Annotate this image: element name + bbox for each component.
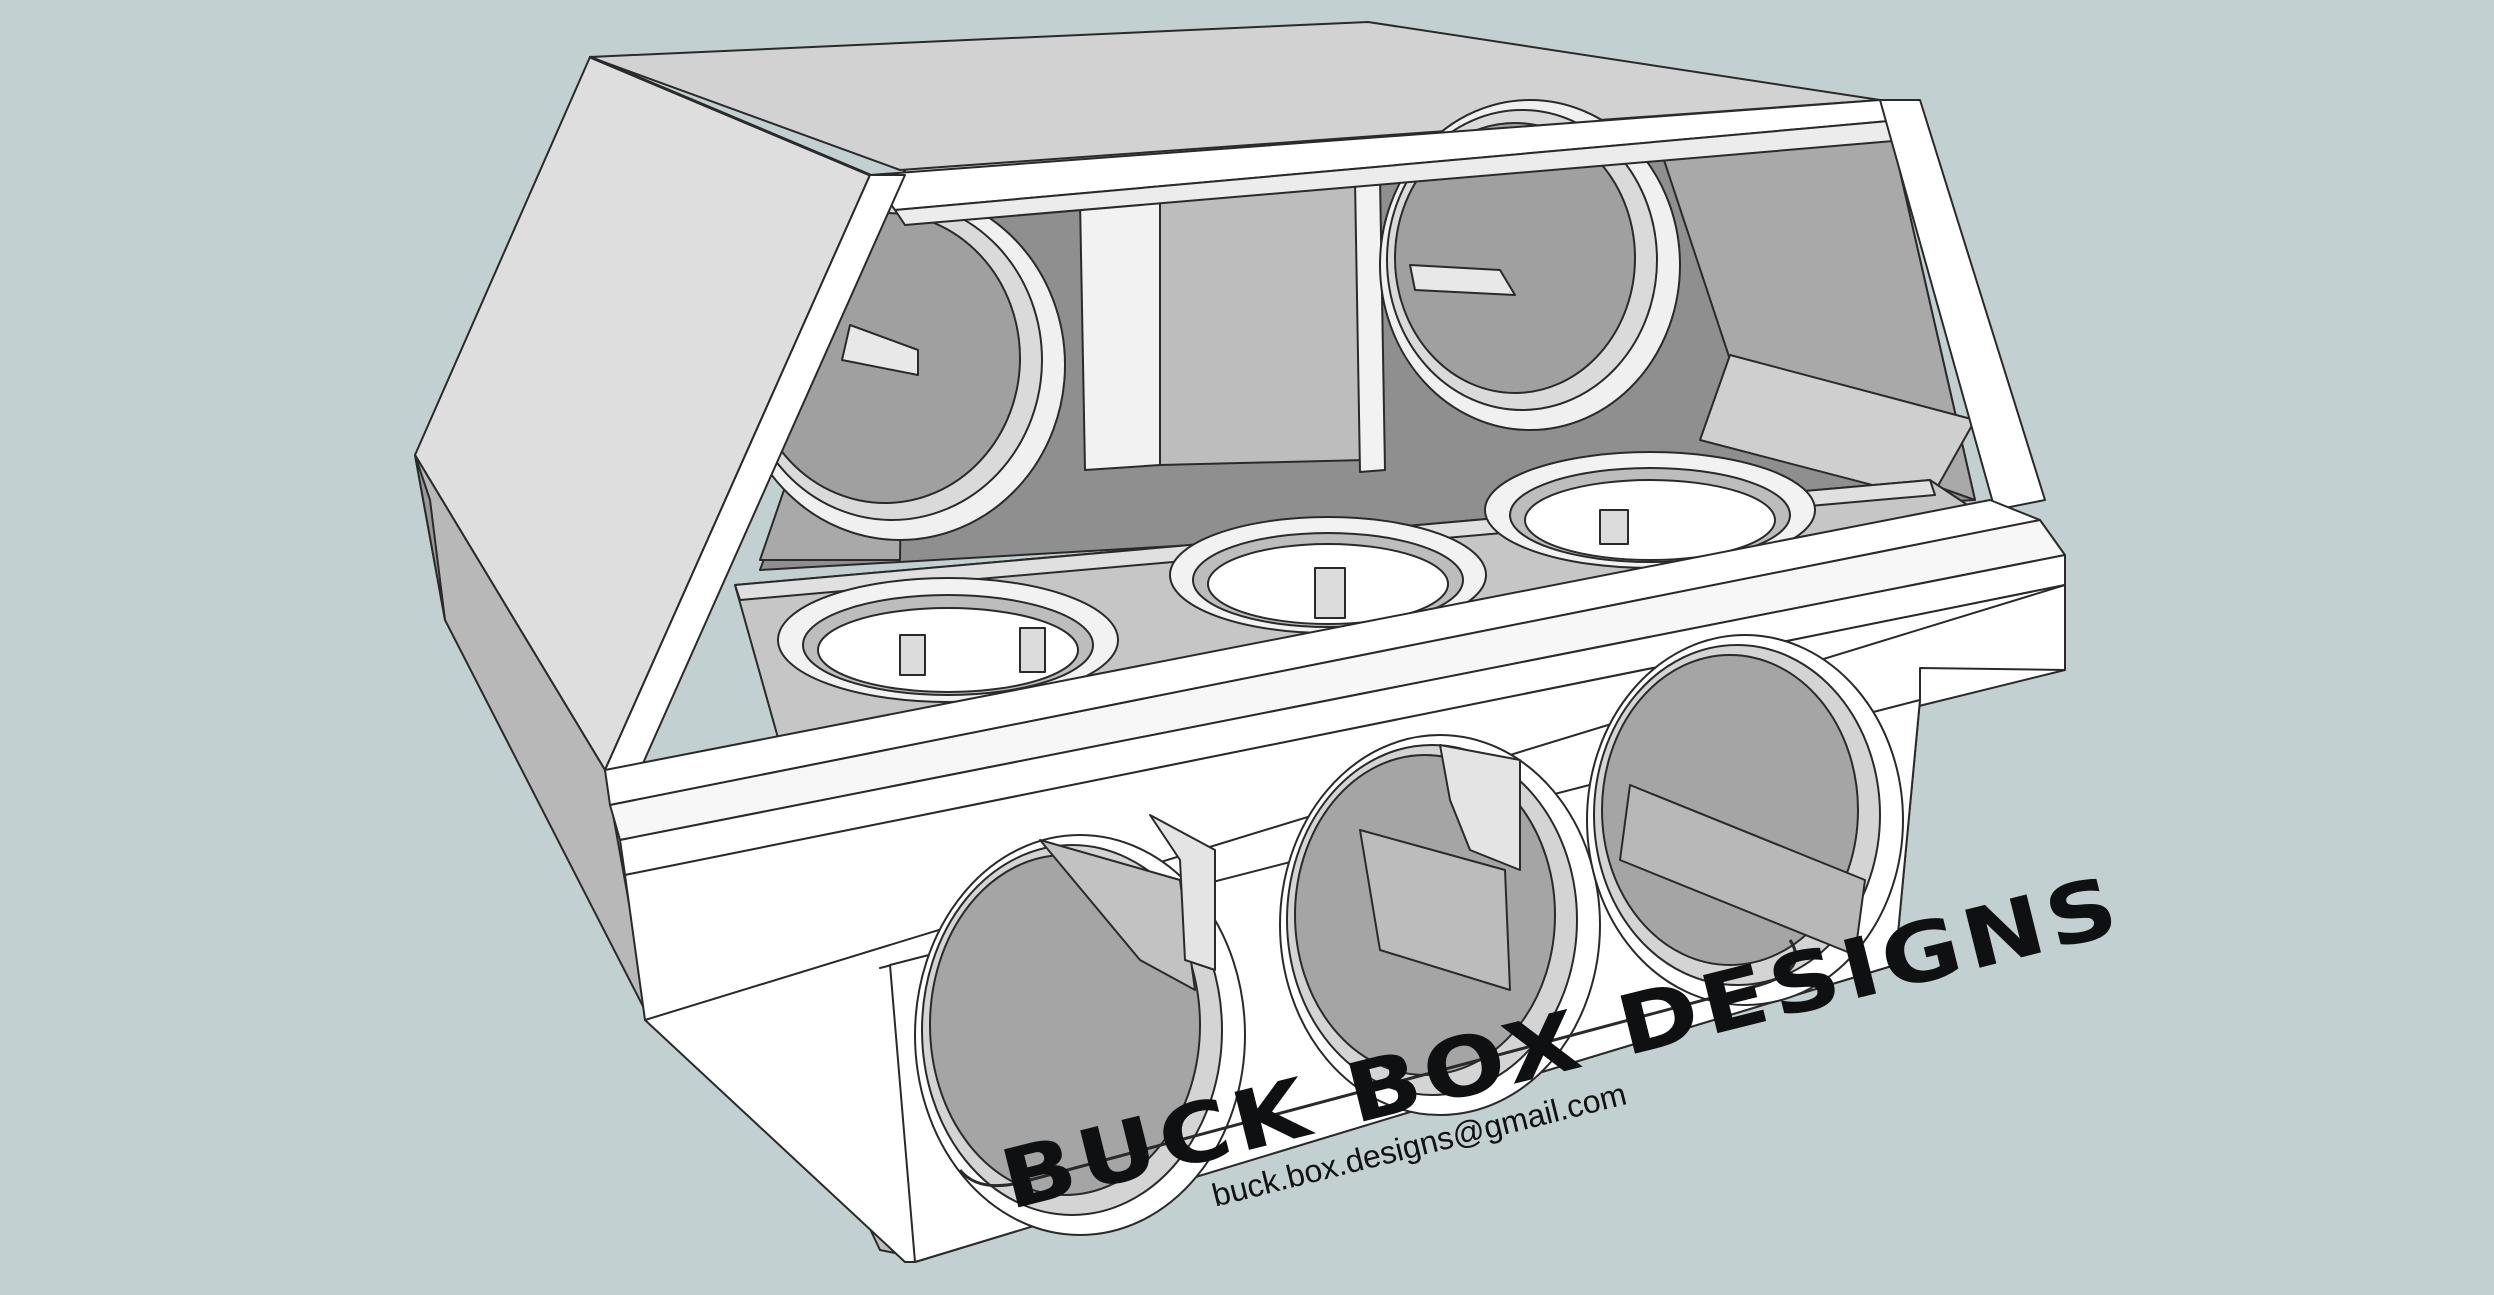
center-brace-front	[1159, 179, 1366, 466]
lower-left-woofer-cutout	[914, 814, 1246, 1236]
lower-right-woofer-cutout	[1586, 634, 1904, 1006]
center-brace-panel	[1079, 194, 1161, 471]
left-edge-trim	[589, 55, 871, 177]
right-front-post	[1879, 99, 2046, 511]
center-brace-strip	[1354, 177, 1386, 473]
baffle-recess-outline	[958, 939, 1798, 1188]
shelf-port-right	[1484, 451, 1816, 569]
shelf-port-left	[777, 577, 1119, 703]
upper-right-woofer-cutout	[1379, 99, 1681, 431]
shelf-port-center	[1169, 516, 1487, 634]
lower-center-woofer-cutout	[1279, 734, 1601, 1116]
left-side-edge	[414, 454, 446, 621]
